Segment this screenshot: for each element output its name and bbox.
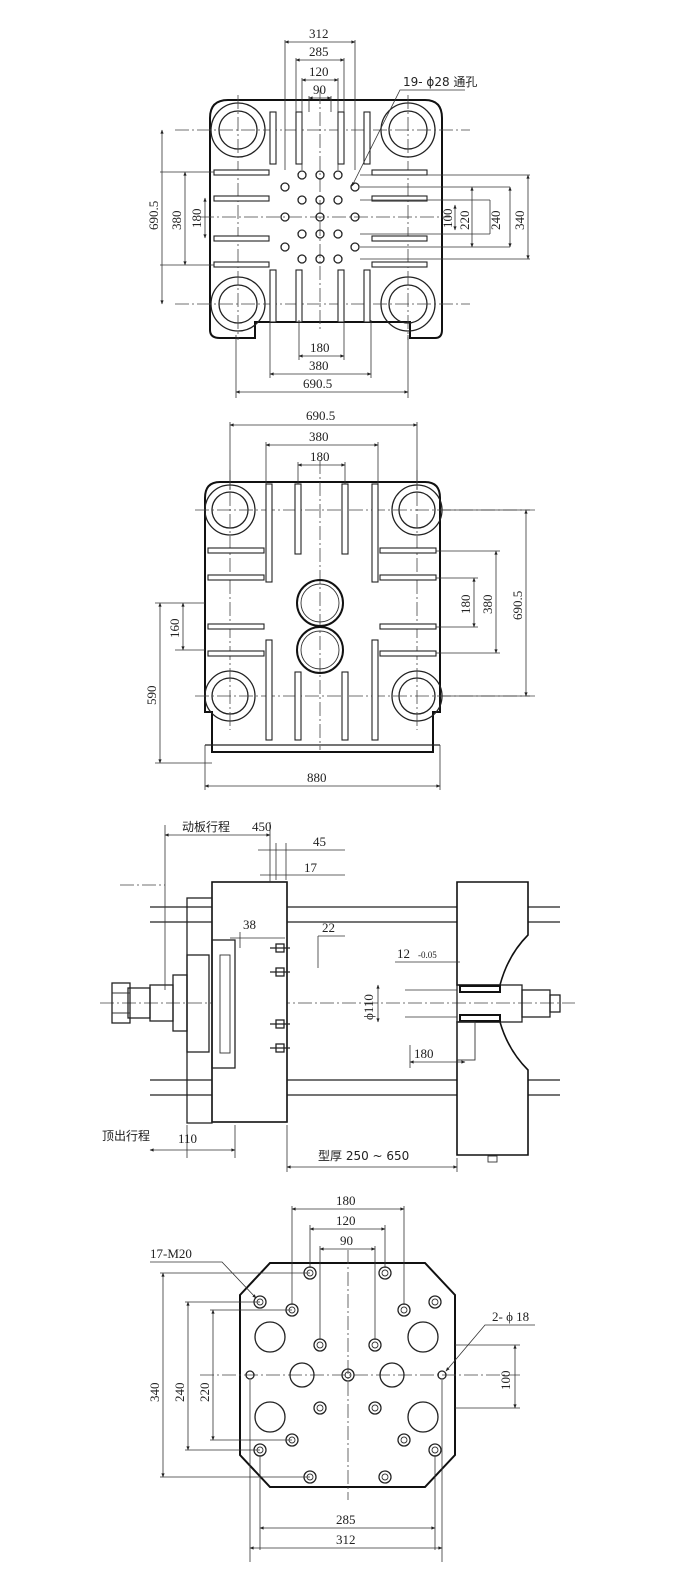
v2-dim-690-5-top: 690.5 [306, 408, 335, 423]
v4-dim-340: 340 [147, 1383, 162, 1403]
view1-fixed-platen: 312 285 120 90 19- ϕ28 通孔 690.5 380 180 … [146, 26, 530, 398]
v3-dim-38: 38 [243, 917, 256, 932]
v4-hole-note: 2- ϕ 18 [492, 1309, 529, 1324]
v2-dim-180-top: 180 [310, 449, 330, 464]
threaded-holes [253, 1266, 442, 1484]
tie-bar-holes-2 [204, 484, 443, 722]
v4-dim-312: 312 [336, 1532, 356, 1547]
v2-dim-180-right: 180 [458, 595, 473, 615]
v3-dim-45: 45 [313, 834, 326, 849]
v4-dim-100: 100 [498, 1371, 513, 1391]
v2-dim-380-top: 380 [309, 429, 329, 444]
v4-dim-220: 220 [197, 1383, 212, 1403]
v1-dim-90: 90 [313, 82, 326, 97]
v4-dim-240: 240 [172, 1383, 187, 1403]
v3-dim-12: 12 [397, 946, 410, 961]
v4-dim-285: 285 [336, 1512, 356, 1527]
v1-dim-120: 120 [309, 64, 329, 79]
v4-dim-120: 120 [336, 1213, 356, 1228]
v3-dim-17: 17 [304, 860, 318, 875]
v3-dim-22: 22 [322, 920, 335, 935]
moving-stroke-value: 450 [252, 819, 272, 834]
v3-dim-12-tol: -0.05 [418, 950, 437, 960]
v1-dim-340: 340 [512, 211, 527, 231]
v3-dim-phi110: ϕ110 [361, 994, 376, 1020]
v1-hole-note: 19- ϕ28 通孔 [403, 75, 477, 89]
v1-dim-690-5-bottom: 690.5 [303, 376, 332, 391]
ejector-stroke-value: 110 [178, 1131, 197, 1146]
v2-dim-590: 590 [144, 686, 159, 706]
view3-side-view: 动板行程 450 45 17 38 22 12 -0.05 ϕ110 180 顶… [100, 819, 575, 1172]
v1-dim-180-bottom: 180 [310, 340, 330, 355]
v4-dim-180: 180 [336, 1193, 356, 1208]
v2-dim-160: 160 [167, 619, 182, 639]
mould-thickness-label: 型厚 250 ~ 650 [318, 1149, 409, 1163]
v2-dim-690-5-right: 690.5 [510, 591, 525, 620]
v1-dim-100: 100 [440, 209, 455, 229]
v1-dim-380-left: 380 [169, 211, 184, 231]
view2-moving-platen: 690.5 380 180 180 380 690.5 160 590 880 [144, 408, 535, 790]
v1-dim-380-bottom: 380 [309, 358, 329, 373]
v4-dim-90: 90 [340, 1233, 353, 1248]
v1-dim-180-left: 180 [189, 209, 204, 229]
v1-dim-285: 285 [309, 44, 329, 59]
v2-dim-880: 880 [307, 770, 327, 785]
v4-thread-note: 17-M20 [150, 1246, 192, 1261]
v2-dim-380-right: 380 [480, 595, 495, 615]
ejector-stroke-label: 顶出行程 [102, 1128, 150, 1143]
v1-dim-690-5-left: 690.5 [146, 201, 161, 230]
v1-dim-312: 312 [309, 26, 329, 41]
v1-dim-240: 240 [488, 211, 503, 231]
v1-dim-220: 220 [457, 211, 472, 231]
v3-dim-180: 180 [414, 1046, 434, 1061]
through-holes [280, 170, 360, 264]
moving-stroke-label: 动板行程 [182, 819, 230, 834]
view4-ejector-plate: 180 120 90 17-M20 2- ϕ 18 340 240 220 10… [147, 1193, 535, 1562]
